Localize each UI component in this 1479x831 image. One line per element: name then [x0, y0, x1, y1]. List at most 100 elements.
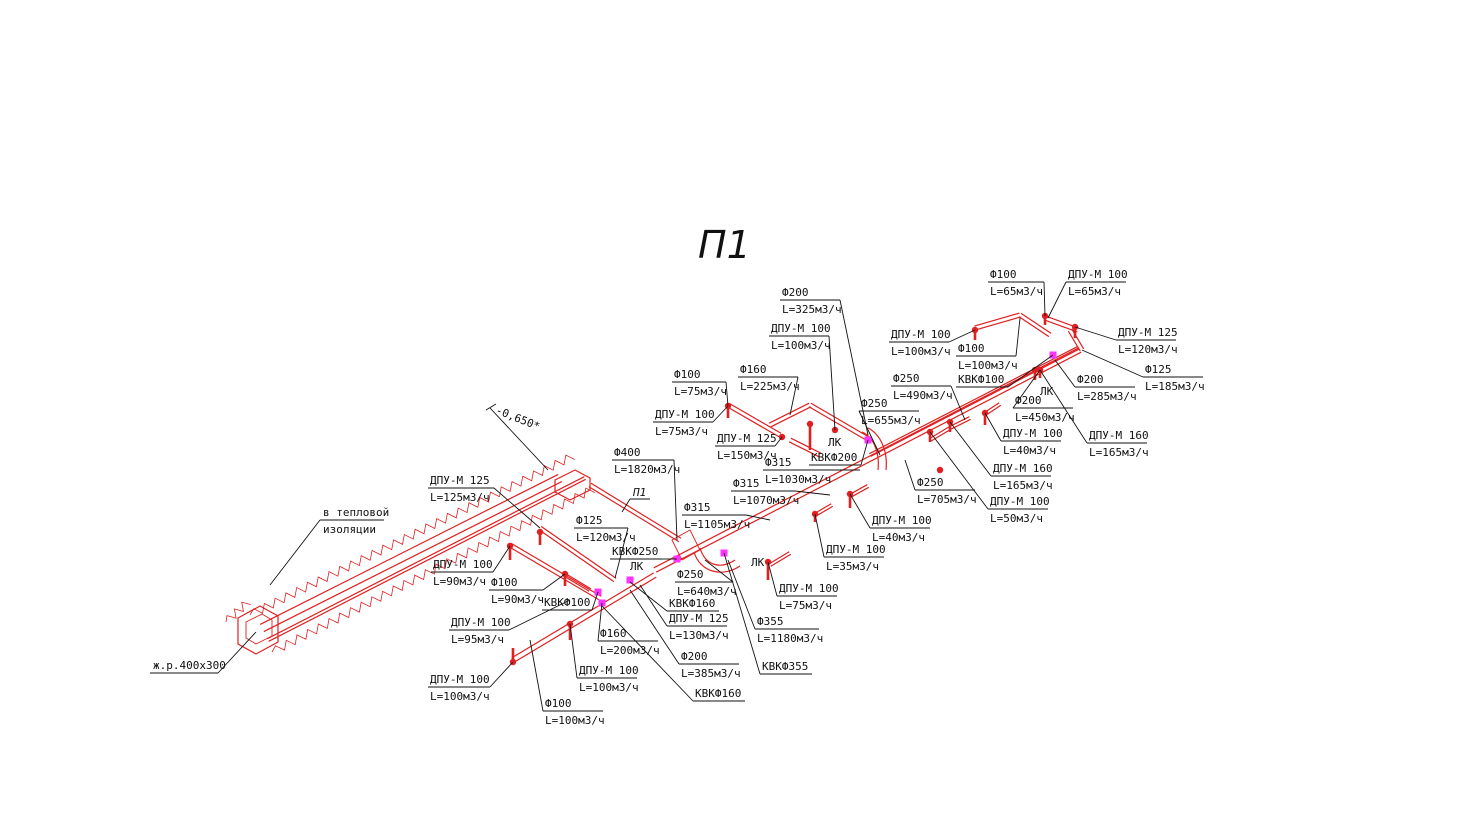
callout-leader: [1054, 359, 1076, 388]
callout-line1: Ф400: [614, 446, 641, 459]
callout-leader: [1015, 317, 1021, 357]
branch-left-low: [511, 572, 655, 659]
callout-leader: [542, 573, 566, 591]
callout-line1: Ф200: [681, 650, 708, 663]
callout-leader: [950, 385, 966, 421]
callout-line2: L=165м3/ч: [993, 479, 1053, 492]
callout-leader: [949, 421, 992, 477]
callout-line2: L=490м3/ч: [893, 389, 953, 402]
callout-line1: ДПУ-М 100: [655, 408, 715, 421]
callout-line2: L=100м3/ч: [891, 345, 951, 358]
shaft-box-inner: [245, 613, 273, 645]
callout-line2: L=100м3/ч: [545, 714, 605, 727]
callout-leader: [629, 589, 680, 665]
callout-line2: L=640м3/ч: [677, 585, 737, 598]
damper-label: КВКФ160: [695, 687, 741, 700]
callout-leader: [828, 335, 836, 431]
callout-line2: L=100м3/ч: [579, 681, 639, 694]
elevation-tick: [485, 403, 497, 411]
main-duct: [655, 351, 1082, 573]
branch-short-5: [985, 404, 1002, 416]
callout-line2: L=285м3/ч: [1077, 390, 1137, 403]
callout-line1: ДПУ-М 100: [771, 322, 831, 335]
duct-network: [225, 312, 1085, 665]
branch-short-2: [850, 486, 870, 498]
callout-line2: L=705м3/ч: [917, 493, 977, 506]
callout-leader: [1012, 369, 1041, 409]
callout-leader: [984, 412, 1002, 442]
insulation-hatch-left: [225, 601, 251, 623]
callout-line1: Ф355: [757, 615, 784, 628]
callout-line1: Ф100: [990, 268, 1017, 281]
callout-line1: Ф200: [782, 286, 809, 299]
callout-line2: L=90м3/ч: [491, 593, 544, 606]
damper-label: КВКФ100: [544, 596, 590, 609]
callout-line2: L=65м3/ч: [1068, 285, 1121, 298]
callout-line2: L=200м3/ч: [600, 644, 660, 657]
branch-short-1: [815, 505, 834, 517]
callout-leader: [1043, 281, 1046, 317]
callout-leader: [849, 493, 871, 529]
callout-line1: ДПУ-М 100: [826, 543, 886, 556]
callout-leader: [493, 487, 541, 529]
callout-line1: Ф200: [1077, 373, 1104, 386]
duct-tag-leader: [621, 498, 631, 513]
callout-leader: [492, 545, 511, 573]
callout-line2: L=385м3/ч: [681, 667, 741, 680]
damper-1: [626, 576, 634, 584]
callout-leader: [794, 490, 831, 496]
damper-label: ЛК: [630, 560, 644, 573]
callout-leader: [614, 527, 629, 579]
callout-line2: L=1180м3/ч: [757, 632, 823, 645]
callout-leader: [673, 459, 678, 541]
callout-leader: [1081, 349, 1144, 378]
elbow-ul: [861, 431, 879, 471]
callout-line2: L=50м3/ч: [990, 512, 1043, 525]
callout-line2: L=75м3/ч: [655, 425, 708, 438]
callout-line1: Ф315: [684, 501, 711, 514]
branch-ul-1: [728, 402, 782, 434]
callout-line1: Ф315: [765, 456, 792, 469]
callout-leader: [745, 514, 771, 521]
callout-line1: ДПУ-М 100: [779, 582, 839, 595]
callout-leader: [569, 623, 578, 679]
callout-line2: L=185м3/ч: [1145, 380, 1205, 393]
damper-leader: [860, 439, 869, 466]
damper-label: КВКФ250: [612, 545, 658, 558]
callout-line2: L=130м3/ч: [669, 629, 729, 642]
callout-leader: [1039, 369, 1088, 444]
insulation-leader: [269, 519, 321, 586]
callout-line1: Ф125: [1145, 363, 1172, 376]
branch-left-upper: [508, 546, 600, 601]
callout-line1: Ф250: [861, 397, 888, 410]
elevation-leader: [489, 407, 549, 471]
callout-line2: L=225м3/ч: [740, 380, 800, 393]
callout-line2: L=65м3/ч: [990, 285, 1043, 298]
callout-line2: L=1105м3/ч: [684, 518, 750, 531]
branch-rt-1: [974, 312, 1020, 327]
callout-line1: ДПУ-М 100: [1068, 268, 1128, 281]
callout-line1: ДПУ-М 100: [1003, 427, 1063, 440]
callout-leader: [858, 410, 881, 456]
callout-line2: L=95м3/ч: [451, 633, 504, 646]
transition: [671, 529, 701, 561]
callout-leader: [725, 381, 729, 407]
callout-line2: L=40м3/ч: [872, 531, 925, 544]
callout-leader: [704, 559, 734, 583]
callout-leader: [767, 561, 778, 597]
callout-line1: ДПУ-М 100: [433, 558, 493, 571]
callout-leader: [597, 602, 603, 642]
insulated-duct: [263, 481, 563, 633]
elevation-mark: -0,650*: [494, 404, 542, 433]
branch-rt-1: [975, 316, 1021, 331]
callout-leader: [1047, 281, 1067, 319]
callout-line1: Ф200: [1015, 394, 1042, 407]
callout-line2: L=100м3/ч: [958, 359, 1018, 372]
callout-line2: L=120м3/ч: [1118, 343, 1178, 356]
callout-line1: ДПУ-М 160: [1089, 429, 1149, 442]
branch-ul-4: [788, 441, 820, 458]
branch-left-mid: [538, 529, 615, 583]
insulation-hatch-bottom: [271, 487, 595, 653]
callout-leader: [904, 459, 916, 491]
grille-1: [536, 528, 544, 536]
